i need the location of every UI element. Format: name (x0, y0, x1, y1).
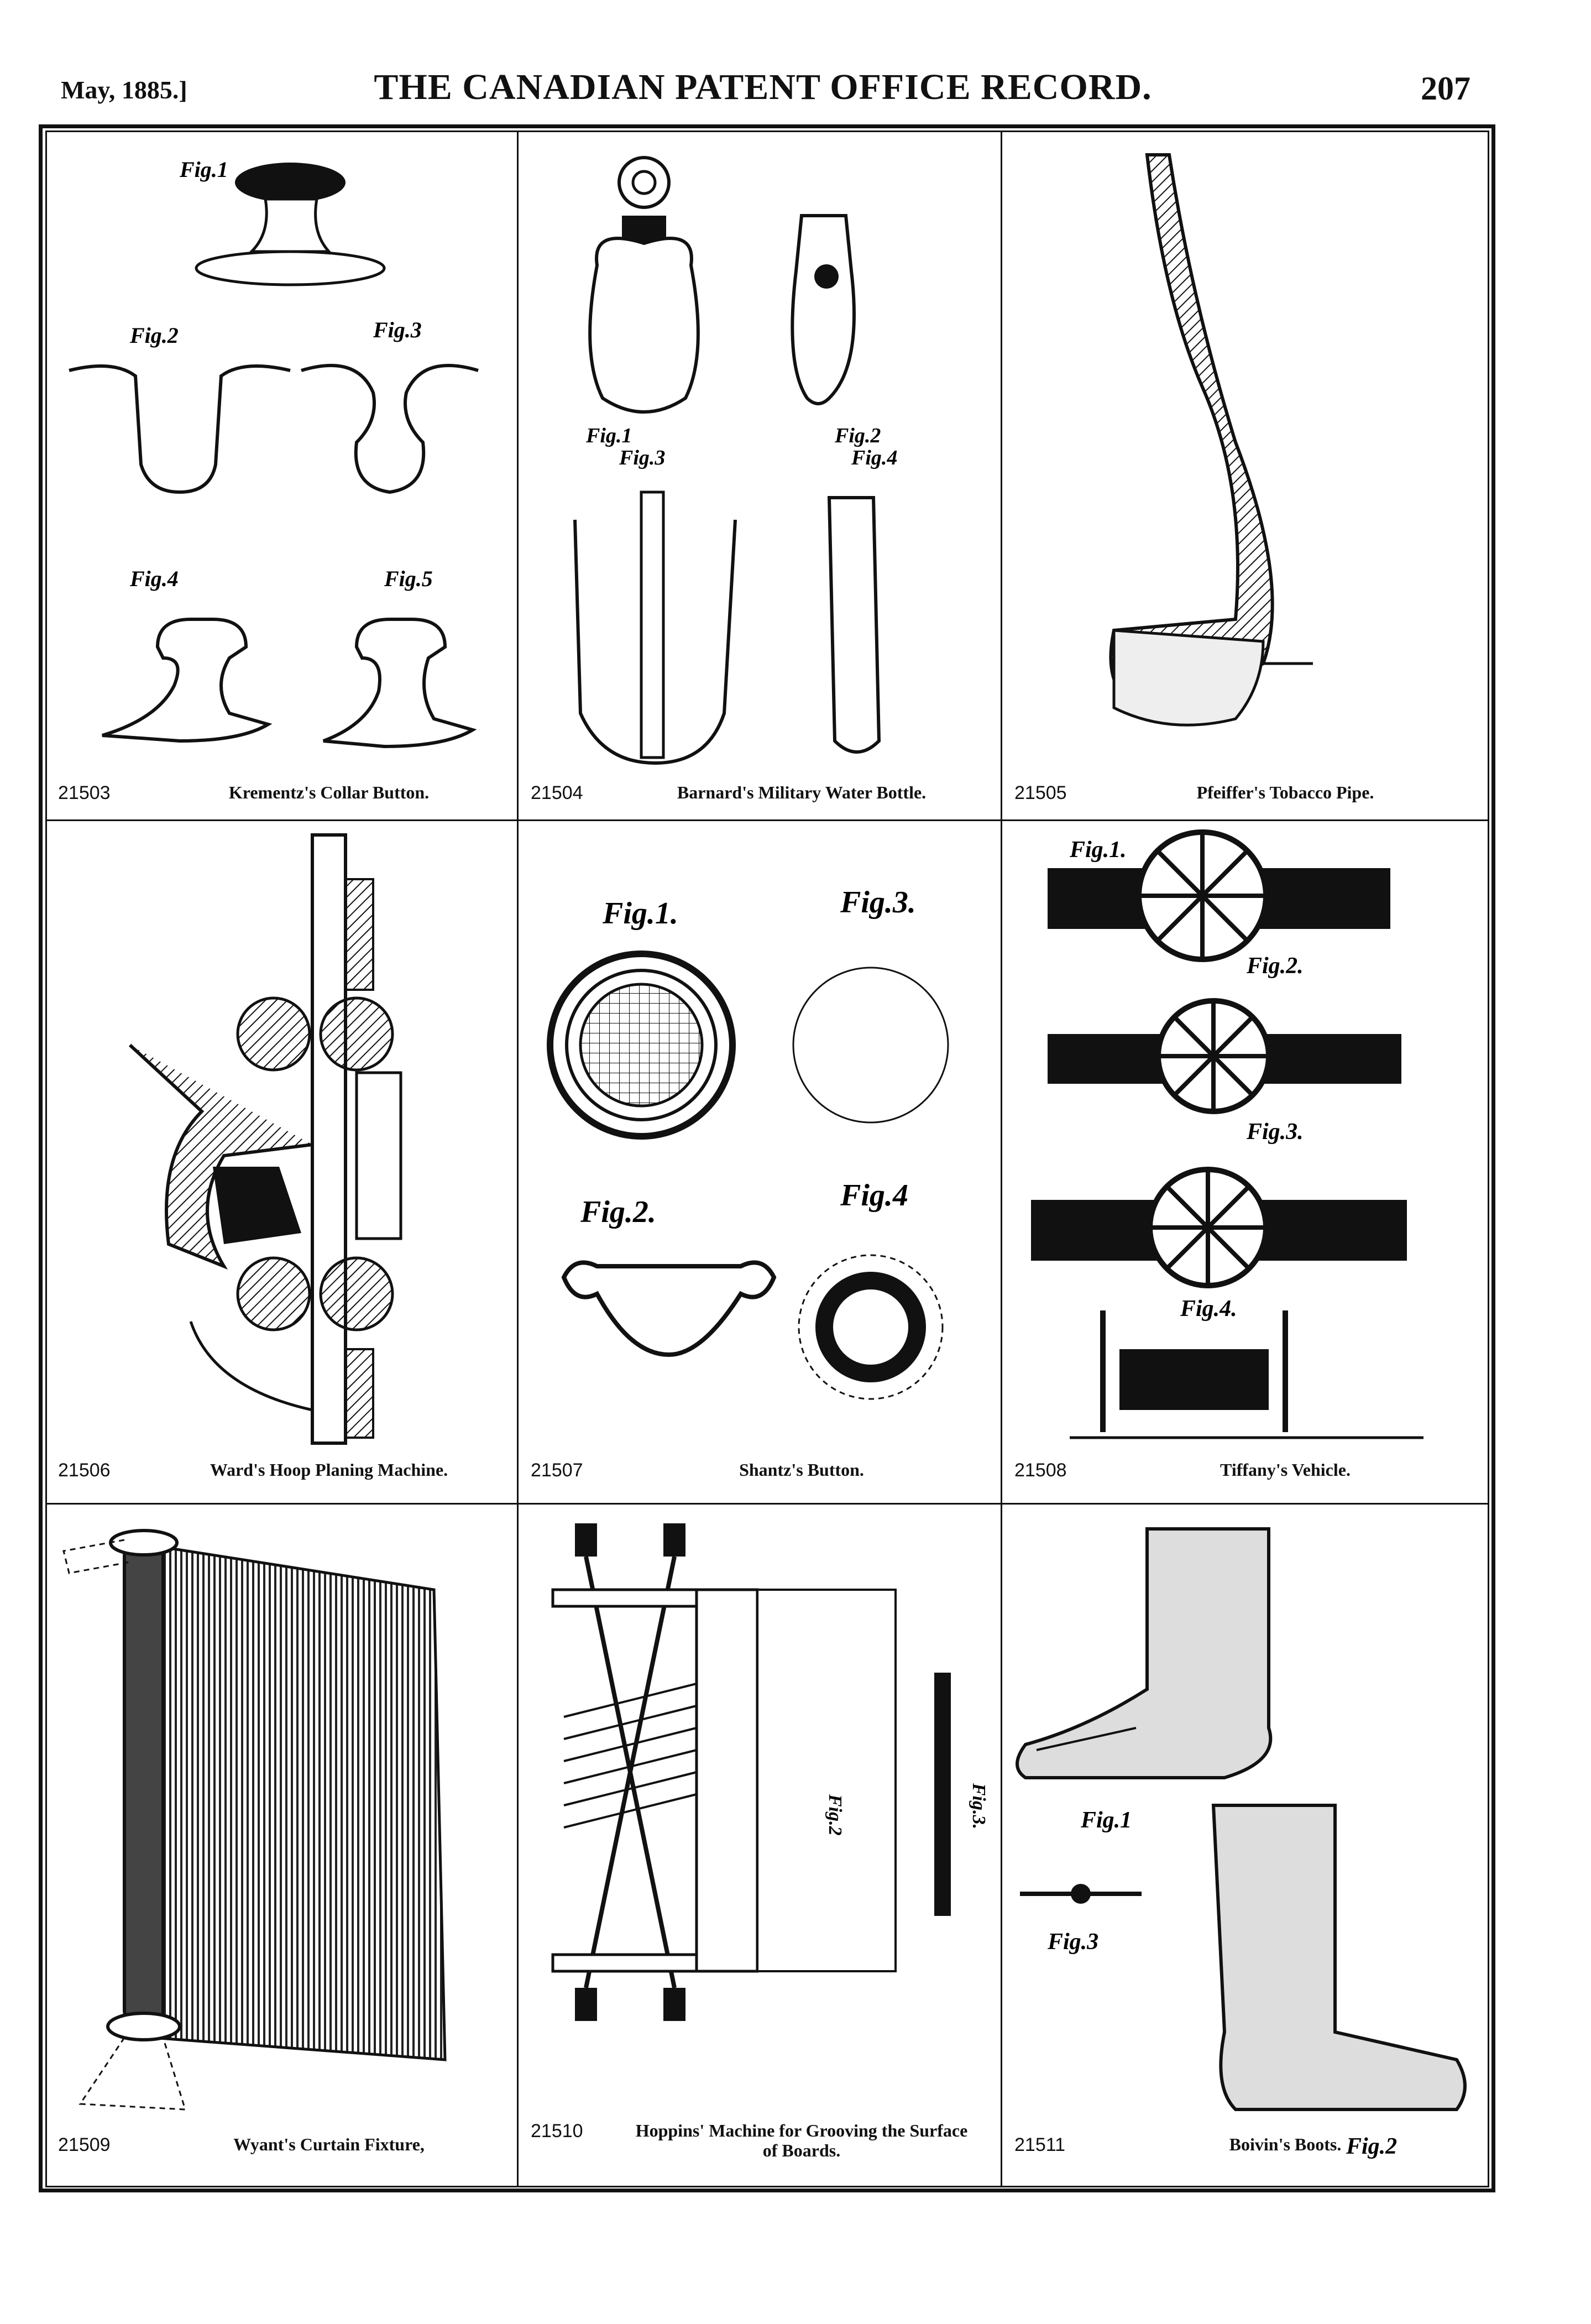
vehicle-drawing: Fig.1. Fig.2. Fig.3. Fig.4. (1031, 829, 1423, 1439)
patent-title: Pfeiffer's Tobacco Pipe. (1196, 782, 1374, 802)
button-drawing: Fig.1. Fig.3. Fig.2. Fig.4 (547, 885, 949, 1400)
patent-number: 21505 (1014, 782, 1067, 803)
svg-text:Fig.2.: Fig.2. (580, 1195, 656, 1229)
patent-number: 21504 (531, 782, 583, 803)
tobacco-pipe-drawing (1109, 153, 1313, 727)
svg-text:Fig.2: Fig.2 (834, 424, 881, 447)
collar-button-drawing: Fig.1 Fig.2 Fig.3 Fig.4 Fig.5 (69, 157, 479, 749)
svg-text:Fig.3.: Fig.3. (1246, 1119, 1304, 1145)
page-header: May, 1885.] THE CANADIAN PATENT OFFICE R… (55, 66, 1470, 116)
patent-caption: 21511 Boivin's Boots. (1014, 2134, 1473, 2155)
patent-cell-21507: Fig.1. Fig.3. Fig.2. Fig.4 21507 Shantz'… (520, 824, 1001, 1501)
patent-cell-21511: Fig.1 Fig.3 Fig.2 21511 Boivin's Boots. (1003, 1507, 1484, 2184)
patent-title: Hoppins' Machine for Grooving the Surfac… (635, 2121, 968, 2160)
svg-text:Fig.3: Fig.3 (373, 317, 422, 342)
curtain-fixture-drawing (62, 1529, 447, 2111)
page-number: 207 (1421, 70, 1470, 107)
grid-divider-h2 (45, 1503, 1489, 1505)
patent-cell-21510: Fig.2 Fig.3. 21510 Hoppins' Machine for … (520, 1507, 1001, 2184)
grid-divider-v1 (517, 130, 519, 2187)
issue-date: May, 1885.] (61, 76, 187, 104)
patent-title: Shantz's Button. (739, 1460, 864, 1480)
outer-frame (39, 124, 1495, 2192)
svg-text:Fig.3.: Fig.3. (969, 1783, 989, 1829)
svg-text:Fig.1.: Fig.1. (1069, 837, 1127, 863)
patent-title: Krementz's Collar Button. (228, 782, 430, 802)
hoop-planing-drawing (128, 833, 402, 1445)
patent-number: 21508 (1014, 1460, 1067, 1481)
svg-text:Fig.2: Fig.2 (1346, 2134, 1397, 2159)
svg-text:Fig.2: Fig.2 (129, 323, 179, 348)
patent-caption: 21506 Ward's Hoop Planing Machine. (58, 1460, 517, 1481)
patent-caption: 21508 Tiffany's Vehicle. (1014, 1460, 1473, 1481)
svg-text:Fig.2: Fig.2 (825, 1794, 845, 1836)
patent-caption: 21505 Pfeiffer's Tobacco Pipe. (1014, 782, 1473, 803)
patent-number: 21506 (58, 1460, 111, 1481)
patent-number: 21511 (1014, 2134, 1066, 2155)
svg-text:Fig.3: Fig.3 (619, 446, 665, 469)
grid-divider-h1 (45, 819, 1489, 821)
patent-title: Tiffany's Vehicle. (1220, 1460, 1351, 1480)
fig-label: Fig.1 (179, 157, 228, 182)
svg-text:Fig.3.: Fig.3. (840, 885, 916, 920)
patent-cell-21505: 21505 Pfeiffer's Tobacco Pipe. (1003, 133, 1484, 818)
publication-title: THE CANADIAN PATENT OFFICE RECORD. (374, 67, 1152, 107)
svg-text:Fig.4.: Fig.4. (1180, 1296, 1237, 1322)
patent-cell-21509: 21509 Wyant's Curtain Fixture, (47, 1507, 528, 2184)
svg-text:Fig.2.: Fig.2. (1246, 953, 1304, 979)
svg-text:Fig.5: Fig.5 (384, 566, 433, 591)
patent-caption: 21504 Barnard's Military Water Bottle. (531, 782, 990, 803)
patent-number: 21507 (531, 1460, 583, 1481)
inner-frame (45, 130, 1489, 2187)
patent-number: 21509 (58, 2134, 111, 2155)
patent-cell-21506: 21506 Ward's Hoop Planing Machine. (47, 824, 528, 1501)
patent-cell-21508: Fig.1. Fig.2. Fig.3. Fig.4. 21508 Tiffan… (1003, 824, 1484, 1501)
patent-number: 21503 (58, 782, 111, 803)
patent-title: Ward's Hoop Planing Machine. (210, 1460, 448, 1480)
patent-number: 21510 (531, 2121, 583, 2142)
svg-text:Fig.4: Fig.4 (851, 446, 897, 469)
water-bottle-drawing: Fig.1 Fig.2 Fig.3 Fig.4 (573, 156, 897, 765)
svg-text:Fig.4: Fig.4 (129, 566, 179, 591)
patent-caption: 21509 Wyant's Curtain Fixture, (58, 2134, 517, 2155)
patent-cell-21504: Fig.1 Fig.2 Fig.3 Fig.4 21504 Barnard's … (520, 133, 1001, 818)
svg-text:Fig.1.: Fig.1. (602, 896, 678, 931)
boots-drawing: Fig.1 Fig.3 Fig.2 (1016, 1527, 1467, 2159)
svg-text:Fig.4: Fig.4 (840, 1178, 908, 1213)
svg-text:Fig.1: Fig.1 (585, 424, 632, 447)
patent-caption: 21503 Krementz's Collar Button. (58, 782, 517, 803)
patent-cell-21503: Fig.1 Fig.2 Fig.3 Fig.4 Fig.5 21503 Krem… (47, 133, 528, 818)
grid-divider-v2 (1001, 130, 1002, 2187)
grooving-machine-drawing: Fig.2 Fig.3. (551, 1523, 989, 2021)
patent-caption: 21510 Hoppins' Machine for Grooving the … (531, 2121, 990, 2160)
patent-title: Boivin's Boots. (1229, 2134, 1342, 2154)
patent-title: Barnard's Military Water Bottle. (677, 782, 927, 802)
svg-text:Fig.1: Fig.1 (1080, 1808, 1132, 1833)
svg-text:Fig.3: Fig.3 (1047, 1929, 1098, 1955)
patent-title: Wyant's Curtain Fixture, (233, 2134, 425, 2154)
patent-caption: 21507 Shantz's Button. (531, 1460, 990, 1481)
